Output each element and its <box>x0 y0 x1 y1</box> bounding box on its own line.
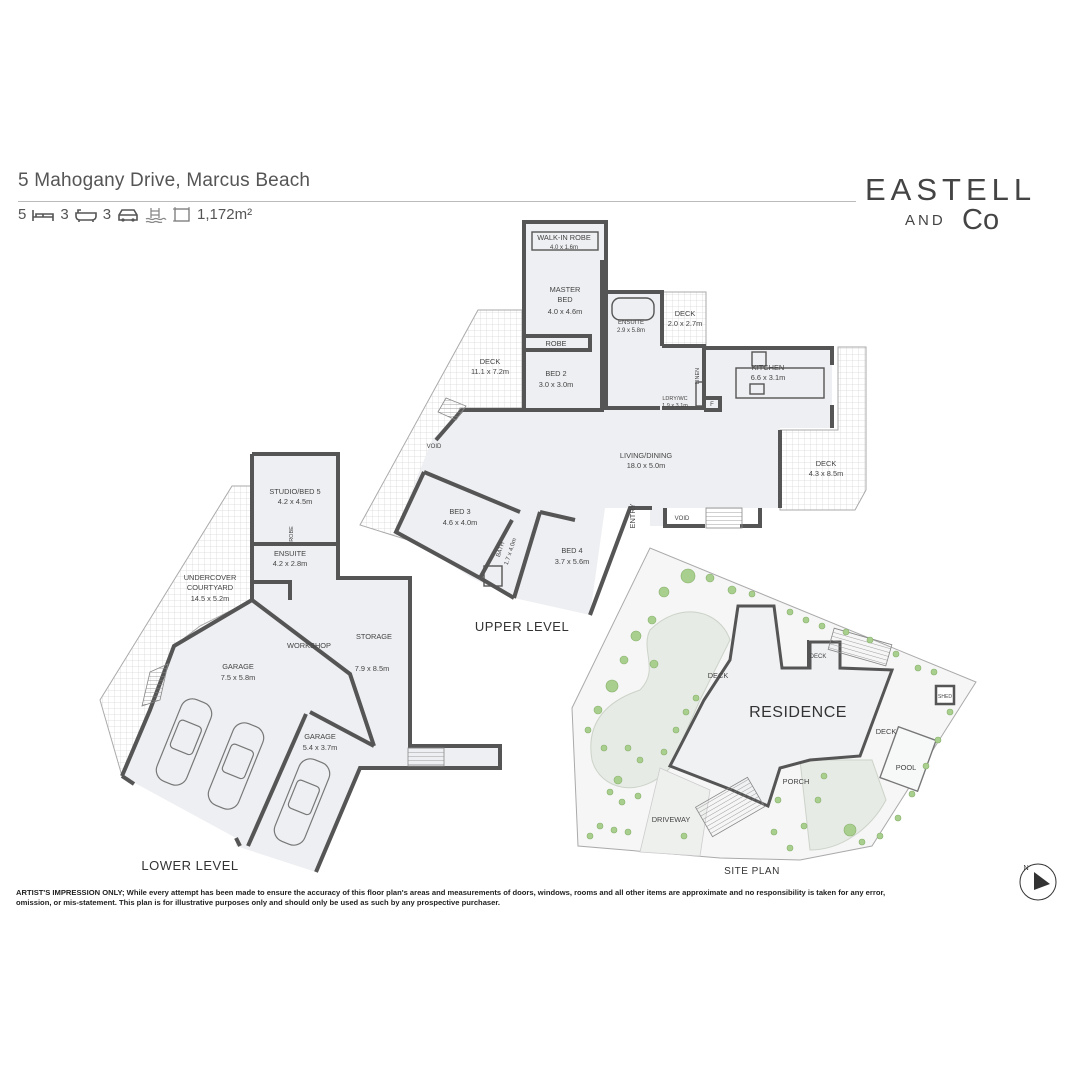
lower-ensuite-label: ENSUITE <box>274 549 306 558</box>
brand-and: AND <box>905 212 946 229</box>
property-address: 5 Mahogany Drive, Marcus Beach <box>18 170 311 191</box>
car-count: 3 <box>102 206 112 223</box>
ensuite-size: 2.9 x 5.8m <box>617 328 645 334</box>
bed3-size: 4.6 x 4.0m <box>443 518 478 527</box>
laundry-size: 1.9 x 3.1m <box>662 403 688 409</box>
site-deck-label-2: DECK <box>810 654 827 660</box>
studio-label: STUDIO/BED 5 <box>269 487 320 496</box>
studio-size: 4.2 x 4.5m <box>278 497 313 506</box>
shed-label: SHED <box>938 694 952 700</box>
garage2-size: 5.4 x 3.7m <box>303 743 338 752</box>
property-stats: 5 3 3 1,172m² <box>18 206 252 223</box>
ensuite-label: ENSUITE <box>618 320 644 326</box>
upper-deck-small <box>661 291 707 347</box>
storage-size: 7.9 x 8.5m <box>355 664 390 673</box>
courtyard-label-2: COURTYARD <box>187 583 233 592</box>
courtyard-label: UNDERCOVER <box>184 573 237 582</box>
lower-level-plan: STUDIO/BED 5 4.2 x 4.5m ROBE ENSUITE 4.2… <box>99 452 502 873</box>
disclaimer: ARTIST'S IMPRESSION ONLY; While every at… <box>16 888 886 907</box>
robe-label: ROBE <box>546 339 567 348</box>
residence-footprint <box>667 604 895 809</box>
bath-icon <box>74 208 97 222</box>
small-deck-label: DECK <box>675 309 696 318</box>
courtyard-stairs <box>141 663 169 707</box>
land-area: 1,172m² <box>197 206 253 223</box>
pool-label: POOL <box>896 763 917 772</box>
site-shed <box>934 684 956 706</box>
kitchen-label: KITCHEN <box>752 363 784 372</box>
bed2-size: 3.0 x 3.0m <box>539 380 574 389</box>
garage1-label: GARAGE <box>222 662 254 671</box>
workshop-label: WORKSHOP <box>287 641 331 650</box>
garage1-size: 7.5 x 5.8m <box>221 673 256 682</box>
void-label-1: VOID <box>427 444 442 450</box>
bed3-label: BED 3 <box>449 507 470 516</box>
fridge-label: F <box>710 402 714 408</box>
car-3 <box>273 758 331 846</box>
entry-label: ENTRY <box>628 503 637 528</box>
lower-stairs <box>407 747 445 767</box>
brand-co: Co <box>962 204 1000 236</box>
small-deck-size: 2.0 x 2.7m <box>668 319 703 328</box>
master-bed-size: 4.0 x 4.6m <box>548 307 583 316</box>
driveway-area <box>639 767 711 857</box>
living-label: LIVING/DINING <box>620 451 672 460</box>
master-bed-label-2: BED <box>557 295 572 304</box>
upper-level-label: UPPER LEVEL <box>475 619 569 634</box>
garage2-label: GARAGE <box>304 732 336 741</box>
upper-floor <box>396 222 832 615</box>
north-arrow-icon: N <box>1019 863 1057 901</box>
upper-stairs <box>705 507 743 529</box>
site-deck-label-1: DECK <box>708 671 729 680</box>
driveway-label: DRIVEWAY <box>652 815 691 824</box>
void-label-2: VOID <box>675 516 690 522</box>
car-1 <box>155 698 213 786</box>
land-area-icon <box>173 206 190 222</box>
bed2-label: BED 2 <box>545 369 566 378</box>
upper-deck-east <box>779 346 867 511</box>
west-deck-label: DECK <box>480 357 501 366</box>
walk-in-robe-label: WALK-IN ROBE <box>537 233 591 242</box>
car-icon <box>118 208 138 222</box>
header-divider <box>18 201 856 202</box>
west-deck-size: 11.1 x 7.2m <box>471 367 509 376</box>
storage-label: STORAGE <box>356 632 392 641</box>
living-size: 18.0 x 5.0m <box>627 461 666 470</box>
lower-level-label: LOWER LEVEL <box>141 858 238 873</box>
site-plan-label: SITE PLAN <box>724 866 780 877</box>
courtyard-size: 14.5 x 5.2m <box>191 594 230 603</box>
bath-count: 3 <box>60 206 69 223</box>
laundry-label: LDRY/WC <box>662 396 687 402</box>
bath-label: BATH <box>496 541 507 558</box>
site-deck-label-3: DECK <box>876 727 897 736</box>
bed4-size: 3.7 x 5.6m <box>555 557 590 566</box>
garden-bed <box>590 611 731 789</box>
site-trees <box>584 568 954 852</box>
front-garden <box>799 759 887 851</box>
east-deck-label: DECK <box>816 459 837 468</box>
upper-level-plan: WALK-IN ROBE 4.0 x 1.6m MASTER BED 4.0 x… <box>359 220 867 634</box>
pool-icon <box>145 207 167 223</box>
site-plan: RESIDENCE DECK DECK DECK POOL SHED PORCH… <box>571 547 1057 901</box>
lower-ensuite-size: 4.2 x 2.8m <box>273 559 308 568</box>
walk-in-robe-size: 4.0 x 1.6m <box>550 245 578 251</box>
void-stairs <box>437 397 467 421</box>
car-2 <box>207 722 265 810</box>
brand-name: EASTELL <box>865 172 1037 207</box>
master-bed-label: MASTER <box>550 285 581 294</box>
driveway-steps <box>694 776 766 838</box>
kitchen-size: 6.6 x 3.1m <box>751 373 786 382</box>
studio-robe-label: ROBE <box>289 526 295 542</box>
bed-count: 5 <box>18 206 27 223</box>
east-deck-size: 4.3 x 8.5m <box>809 469 844 478</box>
linen-label: LINEN <box>695 368 701 384</box>
residence-label: RESIDENCE <box>749 704 847 721</box>
bed4-label: BED 4 <box>561 546 582 555</box>
bed-icon <box>32 209 55 221</box>
porch-label: PORCH <box>783 777 810 786</box>
site-deck-steps <box>827 627 893 667</box>
north-label: N <box>1023 863 1028 872</box>
